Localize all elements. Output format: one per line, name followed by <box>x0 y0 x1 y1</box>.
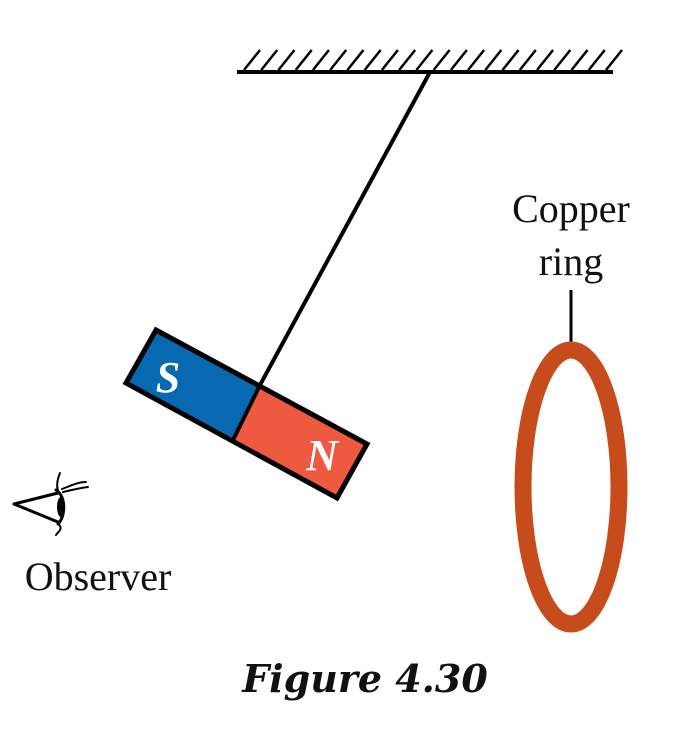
hatch-mark <box>449 49 468 71</box>
hatch-mark <box>501 49 520 71</box>
ceiling-hatching <box>243 49 623 71</box>
magnet-south-pole <box>126 330 260 440</box>
hatch-mark <box>363 49 382 71</box>
hatch-mark <box>398 49 417 71</box>
hatch-mark <box>484 49 503 71</box>
observer-eye-icon <box>12 472 89 536</box>
observer-label: Observer <box>25 554 172 599</box>
hatch-mark <box>570 49 589 71</box>
copper-ring-label-line1: Copper <box>512 186 630 231</box>
figure-caption: Figure 4.30 <box>241 656 488 701</box>
hatch-mark <box>553 49 572 71</box>
hatch-mark <box>415 49 434 71</box>
south-pole-label: S <box>156 353 180 402</box>
copper-ring-group: Copper ring <box>512 186 630 633</box>
hatch-mark <box>311 49 330 71</box>
pendulum-string <box>258 71 432 386</box>
ceiling-support <box>237 49 623 74</box>
hatch-mark <box>605 49 623 71</box>
magnet-outline <box>122 326 371 502</box>
bar-magnet: S N <box>122 326 371 502</box>
copper-ring <box>514 341 628 633</box>
hatch-mark <box>294 49 313 71</box>
hatch-mark <box>536 49 555 71</box>
north-pole-label: N <box>305 431 340 480</box>
hatch-mark <box>243 49 261 71</box>
hatch-mark <box>587 49 606 71</box>
hatch-mark <box>432 49 451 71</box>
hatch-mark <box>277 49 296 71</box>
copper-ring-label-line2: ring <box>539 239 603 284</box>
hatch-mark <box>518 49 537 71</box>
hatch-mark <box>260 49 279 71</box>
hatch-mark <box>346 49 365 71</box>
hatch-mark <box>467 49 486 71</box>
magnet-north-pole <box>233 385 367 498</box>
hatch-mark <box>329 49 348 71</box>
hatch-mark <box>380 49 399 71</box>
magnet-divider <box>231 384 262 441</box>
